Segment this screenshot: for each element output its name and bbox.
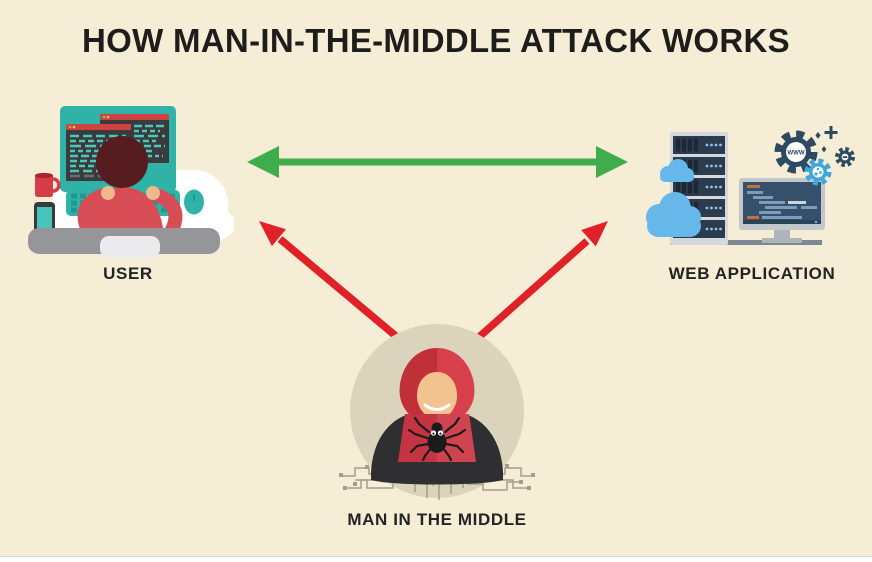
bottom-strip: [0, 556, 872, 562]
arrowhead-up-left-icon: [259, 221, 286, 247]
man-in-the-middle-label: MAN IN THE MIDDLE: [347, 510, 527, 529]
gear-www-icon: WWW: [774, 130, 818, 174]
arrowhead-up-right-icon: [581, 221, 608, 247]
arrow-mitm-webapp: [476, 221, 608, 340]
node-web-application: WWW: [646, 112, 858, 284]
arrow-mitm-user: [259, 221, 400, 340]
user-illustration: [28, 106, 234, 258]
web-application-illustration: WWW: [646, 126, 855, 245]
mouse-icon: [184, 189, 204, 215]
spider-icon: [407, 416, 467, 462]
mug-icon: [35, 172, 61, 197]
base-line: [670, 240, 822, 245]
page-title: HOW MAN-IN-THE-MIDDLE ATTACK WORKS: [82, 22, 790, 59]
gear-molecule-icon: [804, 158, 832, 186]
hood-icon: [399, 348, 475, 418]
node-man-in-the-middle: MAN IN THE MIDDLE: [329, 320, 545, 530]
node-user: USER: [22, 98, 234, 284]
chair: [100, 236, 160, 258]
laptop-icon: [398, 414, 476, 462]
cloud-icon: [646, 159, 701, 237]
arrow-user-webapp: [247, 146, 628, 178]
arrowhead-right-icon: [596, 146, 628, 178]
web-monitor-icon: [739, 178, 825, 243]
sparkles-icon: [815, 126, 838, 153]
www-gear-text: WWW: [788, 151, 805, 157]
gear-small-icon: [835, 147, 855, 167]
hacker-illustration: [339, 324, 535, 500]
arrowhead-left-icon: [247, 146, 279, 178]
phone-icon: [34, 202, 55, 234]
user-label: USER: [103, 264, 153, 283]
web-application-label: WEB APPLICATION: [668, 264, 836, 283]
